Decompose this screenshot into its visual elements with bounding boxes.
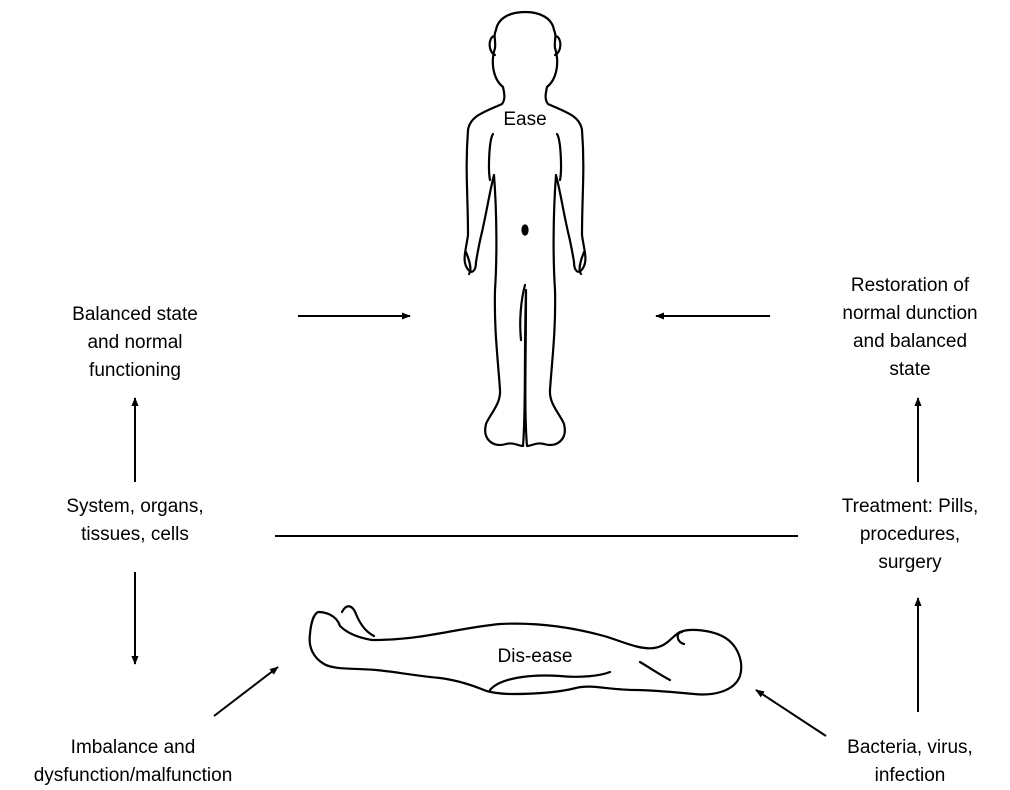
bacteria-label: Bacteria, virus, infection (815, 734, 1005, 790)
arrow-imbalance-to-disease (214, 667, 278, 716)
imbalance-label: Imbalance and dysfunction/malfunction (0, 734, 266, 790)
dis-ease-label: Dis-ease (480, 645, 590, 669)
system-organs-label: System, organs, tissues, cells (35, 493, 235, 549)
balanced-state-label: Balanced state and normal functioning (35, 301, 235, 385)
ease-label: Ease (485, 108, 565, 132)
standing-figure (465, 12, 586, 446)
restoration-label: Restoration of normal dunction and balan… (815, 272, 1005, 384)
treatment-label: Treatment: Pills, procedures, surgery (815, 493, 1005, 577)
arrow-bacteria-to-disease (756, 690, 826, 736)
